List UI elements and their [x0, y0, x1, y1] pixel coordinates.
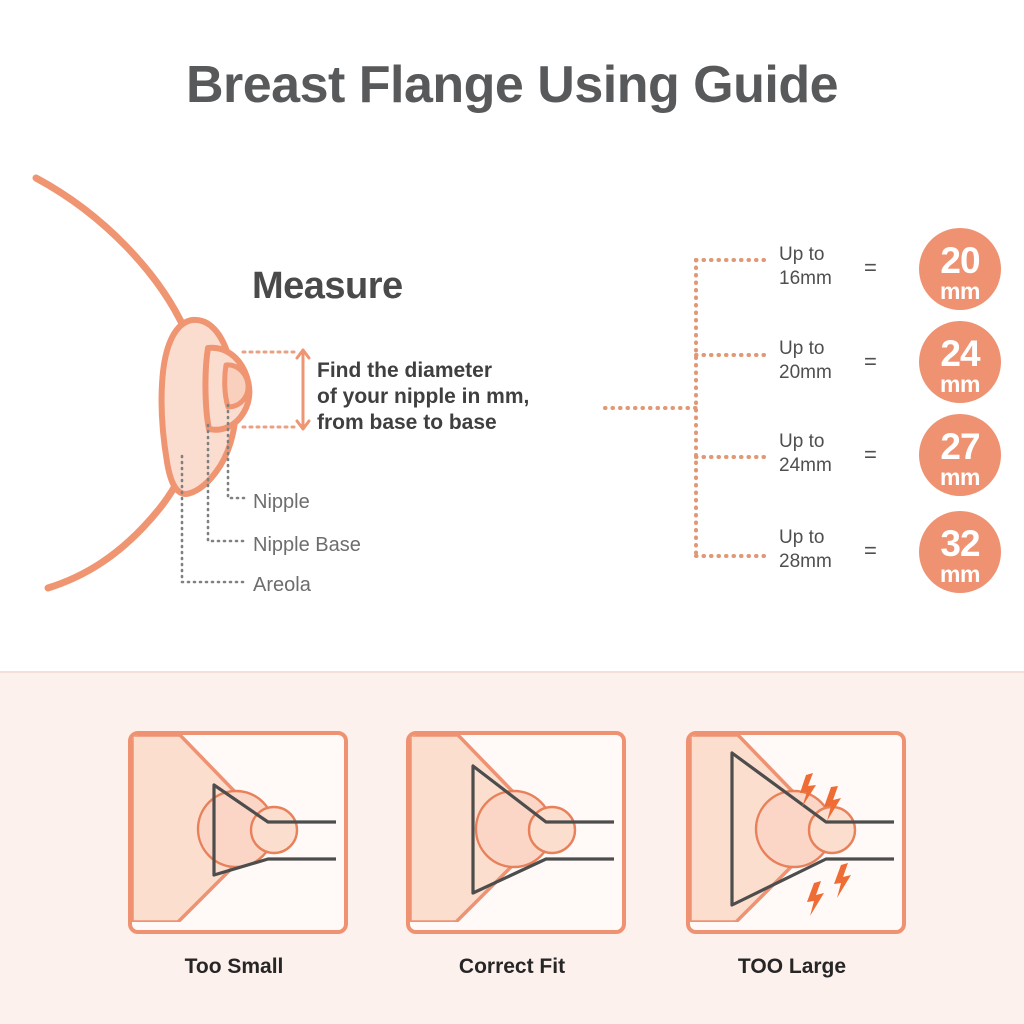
lightning-bolt-icon-1 — [800, 773, 816, 807]
flange-size-value-1: 20 — [940, 240, 980, 281]
size-row-measure-1: Up to 16mm — [779, 244, 832, 289]
anatomy-label-nipple: Nipple — [253, 491, 310, 513]
leader-nipple-base — [206, 423, 250, 543]
fit-panel-too-large — [686, 731, 906, 934]
flange-size-badge-1: 20 mm — [919, 228, 1001, 310]
flange-size-value-3: 27 — [940, 426, 980, 467]
lightning-bolt-icon-4 — [834, 863, 851, 898]
flange-funnel-2 — [471, 764, 614, 895]
flange-size-value-2: 24 — [940, 333, 980, 374]
measure-heading: Measure — [252, 265, 403, 307]
breast-anatomy-diagram — [32, 174, 311, 592]
lightning-bolt-icon-2 — [824, 786, 841, 821]
fit-caption-correct-fit: Correct Fit — [458, 955, 566, 978]
measure-instruction-text: Find the diameter of your nipple in mm, … — [317, 359, 530, 434]
equals-icon-4: = — [864, 538, 877, 563]
flange-size-unit-2: mm — [940, 371, 980, 397]
anatomy-label-areola: Areola — [253, 574, 311, 596]
flange-size-unit-1: mm — [940, 278, 980, 304]
leader-areola — [180, 454, 250, 584]
fit-illustration-correct-fit — [410, 735, 614, 922]
lightning-bolt-icon-3 — [807, 881, 824, 916]
flange-funnel-1 — [212, 783, 336, 877]
size-row-measure-4: Up to 28mm — [779, 527, 832, 572]
flange-size-badge-4: 32 mm — [919, 511, 1001, 593]
flange-size-unit-3: mm — [940, 464, 980, 490]
equals-icon-2: = — [864, 349, 877, 374]
flange-size-value-4: 32 — [940, 523, 980, 564]
fit-caption-too-small: Too Small — [184, 955, 284, 978]
leader-nipple — [226, 403, 250, 500]
flange-size-badge-3: 27 mm — [919, 414, 1001, 496]
measurement-arrow — [295, 348, 311, 431]
pain-bolt-icon-group — [800, 773, 851, 916]
nipple-shape — [222, 362, 251, 410]
size-chart-bracket — [603, 258, 768, 558]
fit-panel-correct-fit — [406, 731, 626, 934]
fit-panel-too-small — [128, 731, 348, 934]
fit-illustration-too-small — [132, 735, 336, 922]
equals-icon-3: = — [864, 442, 877, 467]
fit-caption-too-large: TOO Large — [737, 955, 847, 978]
page-title: Breast Flange Using Guide — [185, 56, 839, 114]
section-divider — [0, 671, 1024, 673]
size-row-measure-3: Up to 24mm — [779, 431, 832, 476]
size-row-measure-2: Up to 20mm — [779, 338, 832, 383]
equals-icon-1: = — [864, 255, 877, 280]
fit-illustration-too-large — [690, 735, 894, 922]
flange-size-badge-2: 24 mm — [919, 321, 1001, 403]
anatomy-label-nipple-base: Nipple Base — [253, 534, 361, 556]
flange-funnel-3 — [730, 751, 894, 907]
flange-size-unit-4: mm — [940, 561, 980, 587]
